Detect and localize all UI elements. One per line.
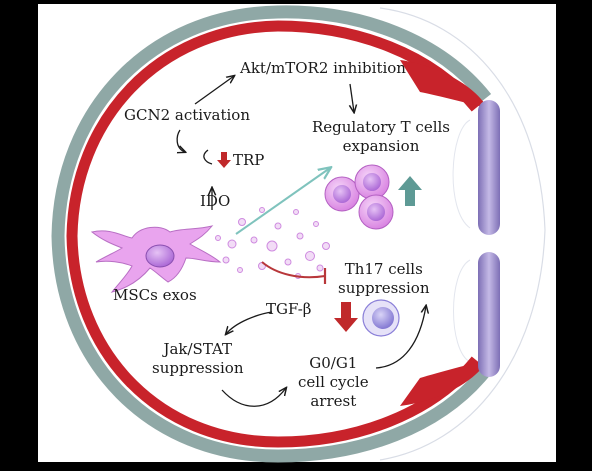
- joint-bar-top: [478, 100, 500, 235]
- joint-bar-bottom: [478, 252, 500, 377]
- red-lobe-bottom: [400, 360, 488, 406]
- treg-cell-cluster: [324, 164, 394, 230]
- label-g0-g1: G0/G1 cell cycle arrest: [298, 354, 369, 411]
- down-arrow-icon: [334, 302, 358, 332]
- outer-ring: [51, 5, 492, 463]
- label-tgf-beta: TGF-β: [266, 300, 312, 318]
- label-jak-line2: suppression: [152, 359, 244, 377]
- label-th17-line1: Th17 cells: [344, 260, 423, 278]
- label-g0-line1: G0/G1: [309, 354, 358, 372]
- label-g0-line2: cell cycle: [298, 373, 369, 391]
- teal-arrow: [235, 168, 330, 235]
- capsule-inner-lines: [452, 119, 471, 363]
- trp-down-arrow-icon: [217, 152, 231, 168]
- label-treg-line2: expansion: [342, 137, 420, 155]
- label-gcn2: GCN2 activation: [124, 106, 250, 124]
- label-jak-line1: Jak/STAT: [163, 340, 233, 358]
- up-arrow-icon: [398, 176, 422, 206]
- red-wall: [66, 20, 481, 448]
- label-th17-line2: suppression: [338, 279, 430, 297]
- red-lobe-top: [400, 60, 488, 108]
- exosome-particles: [215, 207, 330, 279]
- label-trp: TRP: [233, 151, 265, 169]
- label-regulatory-t-cells: Regulatory T cells expansion: [312, 118, 450, 156]
- th17-cell: [362, 299, 400, 337]
- label-treg-line1: Regulatory T cells: [312, 118, 450, 136]
- label-jak-stat: Jak/STAT suppression: [152, 340, 244, 378]
- label-ido: IDO: [200, 192, 231, 210]
- label-th17: Th17 cells suppression: [338, 260, 430, 298]
- pathway-arrows: [176, 76, 426, 407]
- inhibition-icon: [261, 261, 326, 279]
- label-mscs-exos: MSCs exos: [113, 286, 197, 304]
- label-g0-line3: arrest: [310, 392, 357, 410]
- msc-nucleus: [145, 244, 175, 268]
- joint-capsule-outline: [379, 7, 546, 461]
- label-akt-mtor2: Akt/mTOR2 inhibition: [240, 59, 406, 77]
